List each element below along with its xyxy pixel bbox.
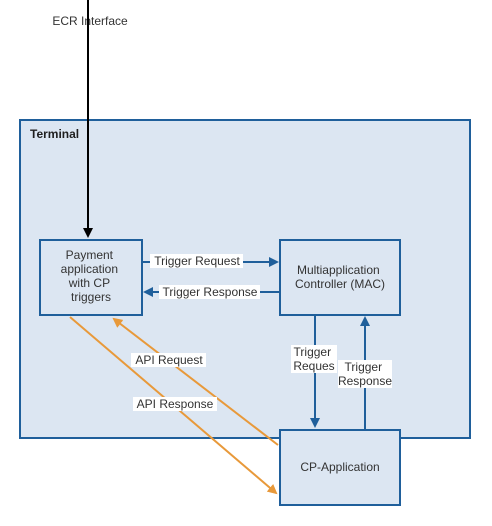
trigger-reques-vertical-label-bg (291, 345, 337, 373)
trigger-request-label-bg (150, 254, 243, 268)
mac-box (279, 239, 401, 316)
terminal-title: Terminal (30, 127, 79, 141)
trigger-response-label: Trigger Response (163, 285, 258, 299)
trigger-response-vertical-label-bg (338, 360, 392, 388)
payment-application-label: Payment application with CP triggers (61, 248, 122, 304)
ecr-interface-label: ECR Interface (52, 14, 128, 28)
trigger-response-vertical-label: Trigger Response (338, 360, 392, 388)
api-request-label-bg (131, 353, 206, 367)
payment-application-box (39, 239, 143, 316)
mac-label: Multiapplication Controller (MAC) (295, 263, 385, 291)
trigger-reques-vertical-label: Trigger Reques (293, 345, 334, 373)
api-request-label: API Request (135, 353, 203, 367)
api-request-arrow (112, 317, 279, 446)
api-response-label-bg (133, 397, 217, 411)
api-response-label: API Response (137, 397, 214, 411)
cp-application-box (279, 429, 401, 506)
cp-application-label: CP-Application (300, 460, 379, 474)
trigger-request-label: Trigger Request (154, 254, 240, 268)
trigger-response-label-bg (159, 285, 260, 299)
